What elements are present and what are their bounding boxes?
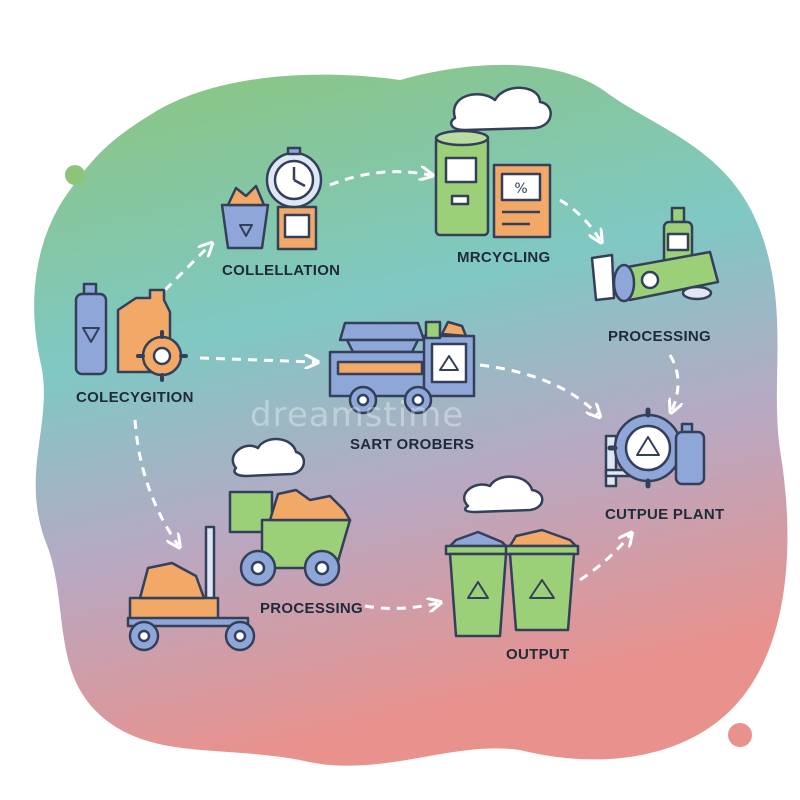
flow-arrows [133, 172, 678, 609]
label-mrcycling: MRCYCLING [457, 249, 551, 266]
label-processing-bottom: PROCESSING [260, 600, 364, 617]
blob-droplet [728, 723, 752, 747]
arrow-colecygition-to-collellation [163, 245, 210, 292]
recycling-machine-icon: % [434, 86, 552, 239]
arrow-processing-to-output [364, 603, 438, 608]
label-processing-top: PROCESSING [608, 328, 712, 345]
label-collellation: COLLELLATION [222, 262, 341, 279]
arrow-collellation-to-mrcycling [329, 172, 430, 187]
arrow-colecygition-to-sart [199, 358, 315, 362]
label-cutpue-plant: CUTPUE PLANT [605, 506, 725, 523]
processing-cart-trolley-icon [126, 437, 352, 652]
sorting-truck-icon [328, 320, 476, 415]
bottle-jug-gear-icon [74, 282, 188, 382]
label-colecygition: COLECYGITION [76, 389, 194, 406]
label-output: OUTPUT [506, 646, 570, 663]
plant-gear-tank-icon [604, 407, 706, 489]
blob-droplet [65, 165, 85, 185]
arrow-mrcycling-to-processing [559, 198, 600, 240]
label-sart-orobers: SART OROBERS [350, 436, 475, 453]
output-bins-icon [444, 475, 580, 638]
collection-bin-timer-icon [220, 146, 323, 251]
arrow-processing-to-plant [670, 354, 678, 410]
processing-pipes-icon [590, 206, 720, 303]
arrow-colecygition-to-trolley [133, 419, 178, 545]
arrow-output-to-plant [579, 535, 630, 582]
svg-text:%: % [514, 181, 527, 197]
watermark: dreamstime [250, 395, 465, 435]
arrow-sart-to-plant [479, 363, 598, 415]
